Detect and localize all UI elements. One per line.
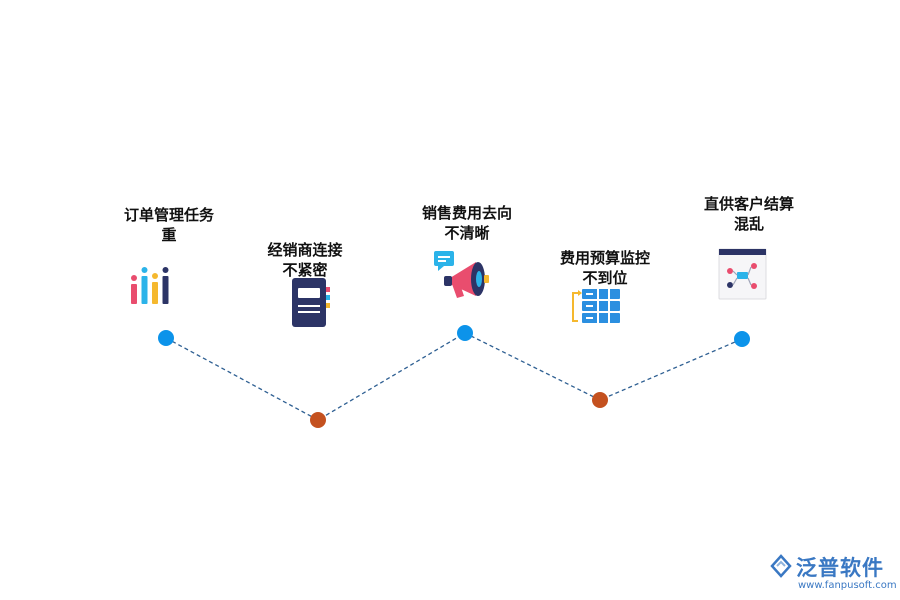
node-5 <box>734 331 750 347</box>
item-5-line1: 直供客户结算 <box>703 195 794 213</box>
item-3-line1: 销售费用去向 <box>421 204 512 222</box>
node-4 <box>592 392 608 408</box>
brand-name: 泛普软件 <box>796 556 884 580</box>
notebook-icon <box>292 278 330 327</box>
server-stack-icon <box>572 289 620 323</box>
item-4-label: 费用预算监控 不到位 <box>535 248 675 288</box>
bar-chart-icon <box>131 267 169 304</box>
node-2 <box>310 412 326 428</box>
item-3-label: 销售费用去向 不清晰 <box>397 203 537 243</box>
item-4-line2: 不到位 <box>582 269 628 287</box>
brand-watermark: 泛普软件 www.fanpusoft.com <box>768 550 897 595</box>
item-2-line1: 经销商连接 <box>267 241 343 259</box>
zigzag-connector <box>165 332 743 421</box>
item-4-line1: 费用预算监控 <box>559 249 650 267</box>
node-1 <box>158 330 174 346</box>
item-1-line2: 重 <box>161 226 177 244</box>
item-1-line1: 订单管理任务 <box>123 206 214 224</box>
megaphone-icon <box>434 251 489 298</box>
item-2-label: 经销商连接 不紧密 <box>235 240 375 280</box>
item-5-label: 直供客户结算 混乱 <box>679 194 819 234</box>
item-2-line2: 不紧密 <box>282 261 328 279</box>
node-3 <box>457 325 473 341</box>
flow-board-icon <box>718 248 767 300</box>
item-3-line2: 不清晰 <box>444 224 490 242</box>
item-5-line2: 混乱 <box>733 215 764 233</box>
item-1-label: 订单管理任务 重 <box>99 205 239 245</box>
brand-url: www.fanpusoft.com <box>798 580 897 591</box>
brand-logo-icon <box>770 554 792 578</box>
